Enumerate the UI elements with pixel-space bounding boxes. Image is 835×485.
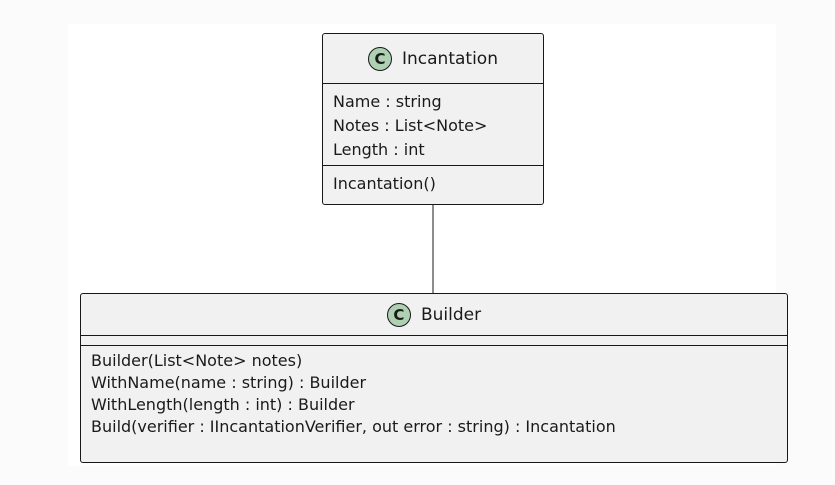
method: WithLength(length : int) : Builder [91, 395, 355, 414]
class-builder[interactable]: C Builder Builder(List<Note> notes) With… [80, 293, 788, 463]
method: Incantation() [333, 174, 436, 193]
methods-compartment: Incantation() [323, 166, 543, 199]
class-name: Incantation [402, 48, 498, 69]
attribute: Name : string [333, 92, 442, 111]
class-header: C Builder [81, 294, 787, 336]
attributes-compartment: Name : string Notes : List<Note> Length … [323, 84, 543, 166]
method: WithName(name : string) : Builder [91, 373, 367, 392]
attribute: Length : int [333, 140, 425, 159]
class-c-icon: C [368, 46, 392, 71]
class-header: C Incantation [323, 34, 543, 84]
class-name: Builder [420, 304, 482, 325]
class-c-icon: C [386, 302, 411, 327]
method: Build(verifier : IIncantationVerifier, o… [91, 417, 616, 436]
class-incantation[interactable]: C Incantation Name : string Notes : List… [322, 33, 544, 205]
method: Builder(List<Note> notes) [91, 351, 303, 370]
attributes-compartment [81, 336, 787, 346]
methods-compartment: Builder(List<Note> notes) WithName(name … [81, 346, 787, 441]
attribute: Notes : List<Note> [333, 116, 488, 135]
